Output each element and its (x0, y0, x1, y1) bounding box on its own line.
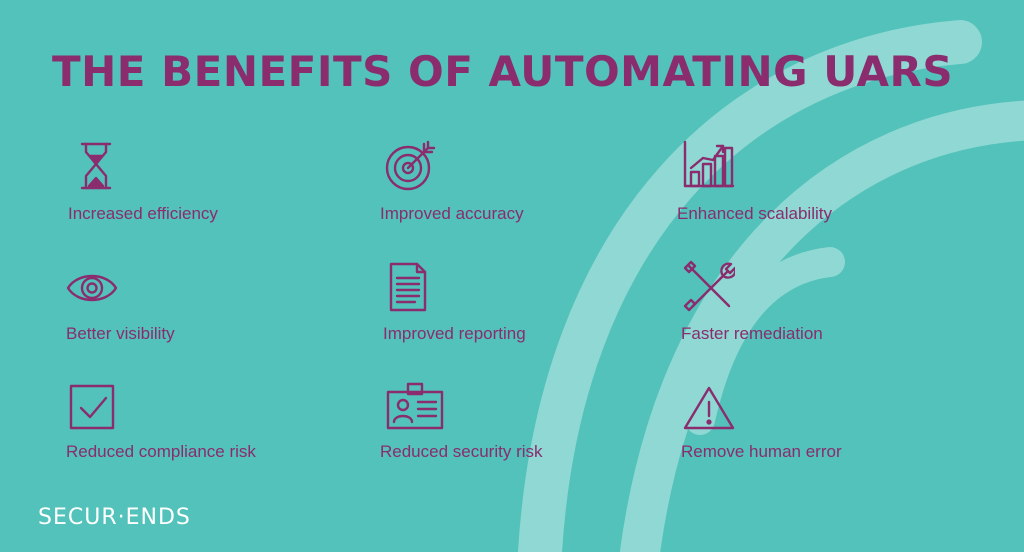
bar-chart-icon (683, 140, 735, 192)
document-icon (387, 260, 439, 312)
checkbox-icon (68, 378, 120, 430)
benefit-better-visibility: Better visibility (66, 260, 366, 350)
benefit-remove-human-error: Remove human error (681, 378, 981, 468)
benefit-label: Remove human error (681, 442, 842, 461)
benefit-enhanced-scalability: Enhanced scalability (677, 140, 977, 230)
hourglass-icon (74, 140, 126, 192)
benefit-label: Better visibility (66, 324, 175, 343)
target-icon (384, 140, 436, 192)
outer-arc (518, 20, 982, 552)
warning-icon (683, 378, 735, 430)
benefit-label: Improved accuracy (380, 204, 524, 223)
id-badge-icon (386, 378, 444, 430)
page-title: THE BENEFITS OF AUTOMATING UARS (52, 47, 954, 96)
benefit-reduced-compliance-risk: Reduced compliance risk (66, 378, 366, 468)
eye-icon (66, 260, 118, 312)
middle-arc (620, 100, 1024, 552)
benefit-increased-efficiency: Increased efficiency (68, 140, 368, 230)
tools-icon (683, 260, 735, 312)
benefit-label: Improved reporting (383, 324, 526, 343)
benefit-improved-accuracy: Improved accuracy (380, 140, 680, 230)
benefit-improved-reporting: Improved reporting (383, 260, 683, 350)
benefit-faster-remediation: Faster remediation (681, 260, 981, 350)
benefit-label: Faster remediation (681, 324, 823, 343)
securends-logo: SECUR·ENDS (38, 505, 191, 530)
benefit-label: Reduced compliance risk (66, 442, 256, 461)
benefit-label: Reduced security risk (380, 442, 543, 461)
benefit-reduced-security-risk: Reduced security risk (380, 378, 680, 468)
benefit-label: Increased efficiency (68, 204, 218, 223)
benefit-label: Enhanced scalability (677, 204, 832, 223)
